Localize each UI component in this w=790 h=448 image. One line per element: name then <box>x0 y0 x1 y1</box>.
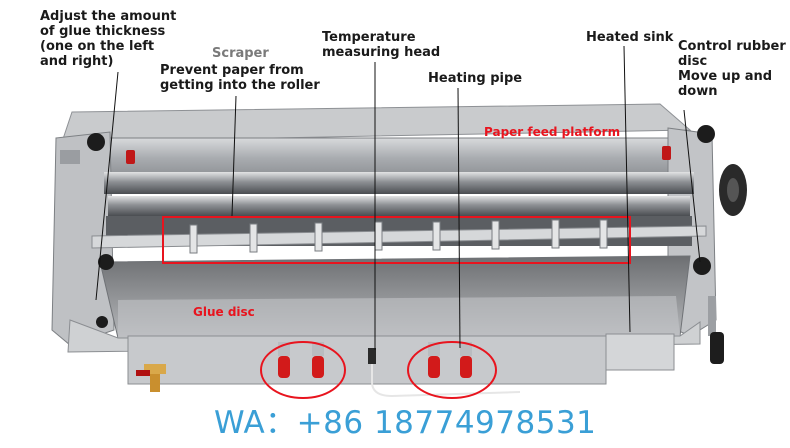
right-connector-circle <box>407 341 497 399</box>
probe-cable <box>371 350 521 398</box>
handwheel <box>719 164 747 216</box>
top-plate <box>61 103 692 143</box>
glue-disc-label: Glue disc <box>193 305 255 319</box>
rear-housing <box>59 137 696 179</box>
scraper-clips <box>189 219 608 254</box>
scraper-label: Scraper <box>212 46 269 61</box>
scraper-highlight-box <box>162 216 631 264</box>
scraper-description: Prevent paper from getting into the roll… <box>160 63 320 93</box>
upper-roller <box>104 172 694 194</box>
glue-thickness-label: Adjust the amount of glue thickness (one… <box>40 9 177 69</box>
heated-sink-box <box>605 333 675 371</box>
heating-pipe-label: Heating pipe <box>428 71 523 86</box>
lever-handle <box>708 296 716 336</box>
heated-sink-label: Heated sink <box>586 30 674 45</box>
paper-feed-label: Paper feed platform <box>484 125 621 139</box>
temperature-label: Temperature measuring head <box>322 30 441 60</box>
right-adjust-knob <box>693 125 715 275</box>
leader-lines <box>95 45 701 350</box>
control-disc-label: Control rubber disc Move up and down <box>678 39 786 99</box>
left-adjust-knob <box>87 133 114 328</box>
lower-roller <box>108 196 690 216</box>
lower-box <box>127 335 607 385</box>
drain-valve <box>136 364 166 392</box>
whatsapp-watermark: WA：+86 18774978531 <box>214 405 597 441</box>
left-connector-circle <box>260 341 346 399</box>
